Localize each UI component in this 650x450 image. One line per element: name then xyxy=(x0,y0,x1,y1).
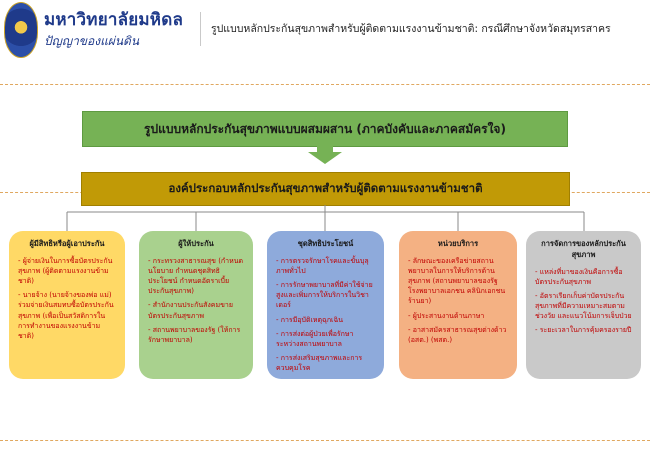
university-name: มหาวิทยาลัยมหิดล xyxy=(44,10,184,30)
list-item: ผู้จ่ายเงินในการซื้อบัตรประกันสุขภาพ (ผู… xyxy=(18,256,116,286)
down-arrow-icon xyxy=(308,146,342,164)
list-item: อาสาสมัครสาธารณสุขต่างด้าว (อสต.) (พสต.) xyxy=(408,325,508,345)
list-item: การรักษาพยาบาลที่มีค่าใช้จ่ายสูงและเพิ่ม… xyxy=(276,280,375,310)
list-item: กระทรวงสาธารณสุข (กำหนดนโยบาย กำหนดชุดสิ… xyxy=(148,256,244,297)
bottom-dashed-divider xyxy=(0,440,650,441)
component-box-management: การจัดการของหลักประกันสุขภาพ แหล่งที่มาข… xyxy=(526,231,641,379)
list-item: การส่งต่อผู้ป่วยเพื่อรักษาระหว่างสถานพยา… xyxy=(276,329,375,349)
component-box-insurer: ผู้ให้ประกัน กระทรวงสาธารณสุข (กำหนดนโยบ… xyxy=(139,231,253,379)
header-divider xyxy=(200,12,201,46)
list-item: การมีอุบัติเหตุฉุกเฉิน xyxy=(276,315,375,325)
box-title: ผู้มีสิทธิหรือผู้เอาประกัน xyxy=(29,239,105,248)
box-title: หน่วยบริการ xyxy=(437,239,479,248)
list-item: สำนักงานประกันสังคมขายบัตรประกันสุขภาพ xyxy=(148,300,244,320)
component-box-benefits: ชุดสิทธิประโยชน์ การตรวจรักษาโรคและขั้นบ… xyxy=(267,231,384,379)
box-title: ผู้ให้ประกัน xyxy=(178,239,214,248)
box-title: ชุดสิทธิประโยชน์ xyxy=(297,239,354,248)
list-item: ผู้ประสานงานด้านภาษา xyxy=(408,311,508,321)
list-item: ระยะเวลาในการคุ้มครองรายปี xyxy=(535,325,632,335)
middle-banner: องค์ประกอบหลักประกันสุขภาพสำหรับผู้ติดตา… xyxy=(81,172,570,206)
list-item: แหล่งที่มาของเงินคือการซื้อบัตรประกันสุข… xyxy=(535,267,632,287)
list-item: การตรวจรักษาโรคและขั้นบุลุภาพทั่วไป xyxy=(276,256,375,276)
list-item: ลักษณะของเครือข่ายสถานพยาบาลในการให้บริก… xyxy=(408,256,508,307)
slide-title: รูปแบบหลักประกันสุขภาพสำหรับผู้ติดตามแรง… xyxy=(211,23,611,35)
top-banner: รูปแบบหลักประกันสุขภาพแบบผสมผสาน (ภาคบัง… xyxy=(82,111,568,147)
list-item: สถานพยาบาลของรัฐ (ให้การรักษาพยาบาล) xyxy=(148,325,244,345)
list-item: อัตราเรียกเก็บค่าบัตรประกันสุขภาพที่มีคว… xyxy=(535,291,632,321)
page-header: มหาวิทยาลัยมหิดล ปัญญาของแผ่นดิน รูปแบบห… xyxy=(0,0,650,60)
list-item: นายจ้าง (นายจ้างของพ่อ แม่) ร่วมจ่ายเงิน… xyxy=(18,290,116,341)
component-box-service-units: หน่วยบริการ ลักษณะของเครือข่ายสถานพยาบาล… xyxy=(399,231,517,379)
university-motto: ปัญญาของแผ่นดิน xyxy=(44,34,140,48)
university-seal-icon xyxy=(4,2,38,58)
component-box-insured: ผู้มีสิทธิหรือผู้เอาประกัน ผู้จ่ายเงินใน… xyxy=(9,231,125,379)
top-dashed-divider xyxy=(0,84,650,85)
box-title: การจัดการของหลักประกันสุขภาพ xyxy=(541,239,626,259)
list-item: การส่งเสริมสุขภาพและการควบคุมโรค xyxy=(276,353,375,373)
